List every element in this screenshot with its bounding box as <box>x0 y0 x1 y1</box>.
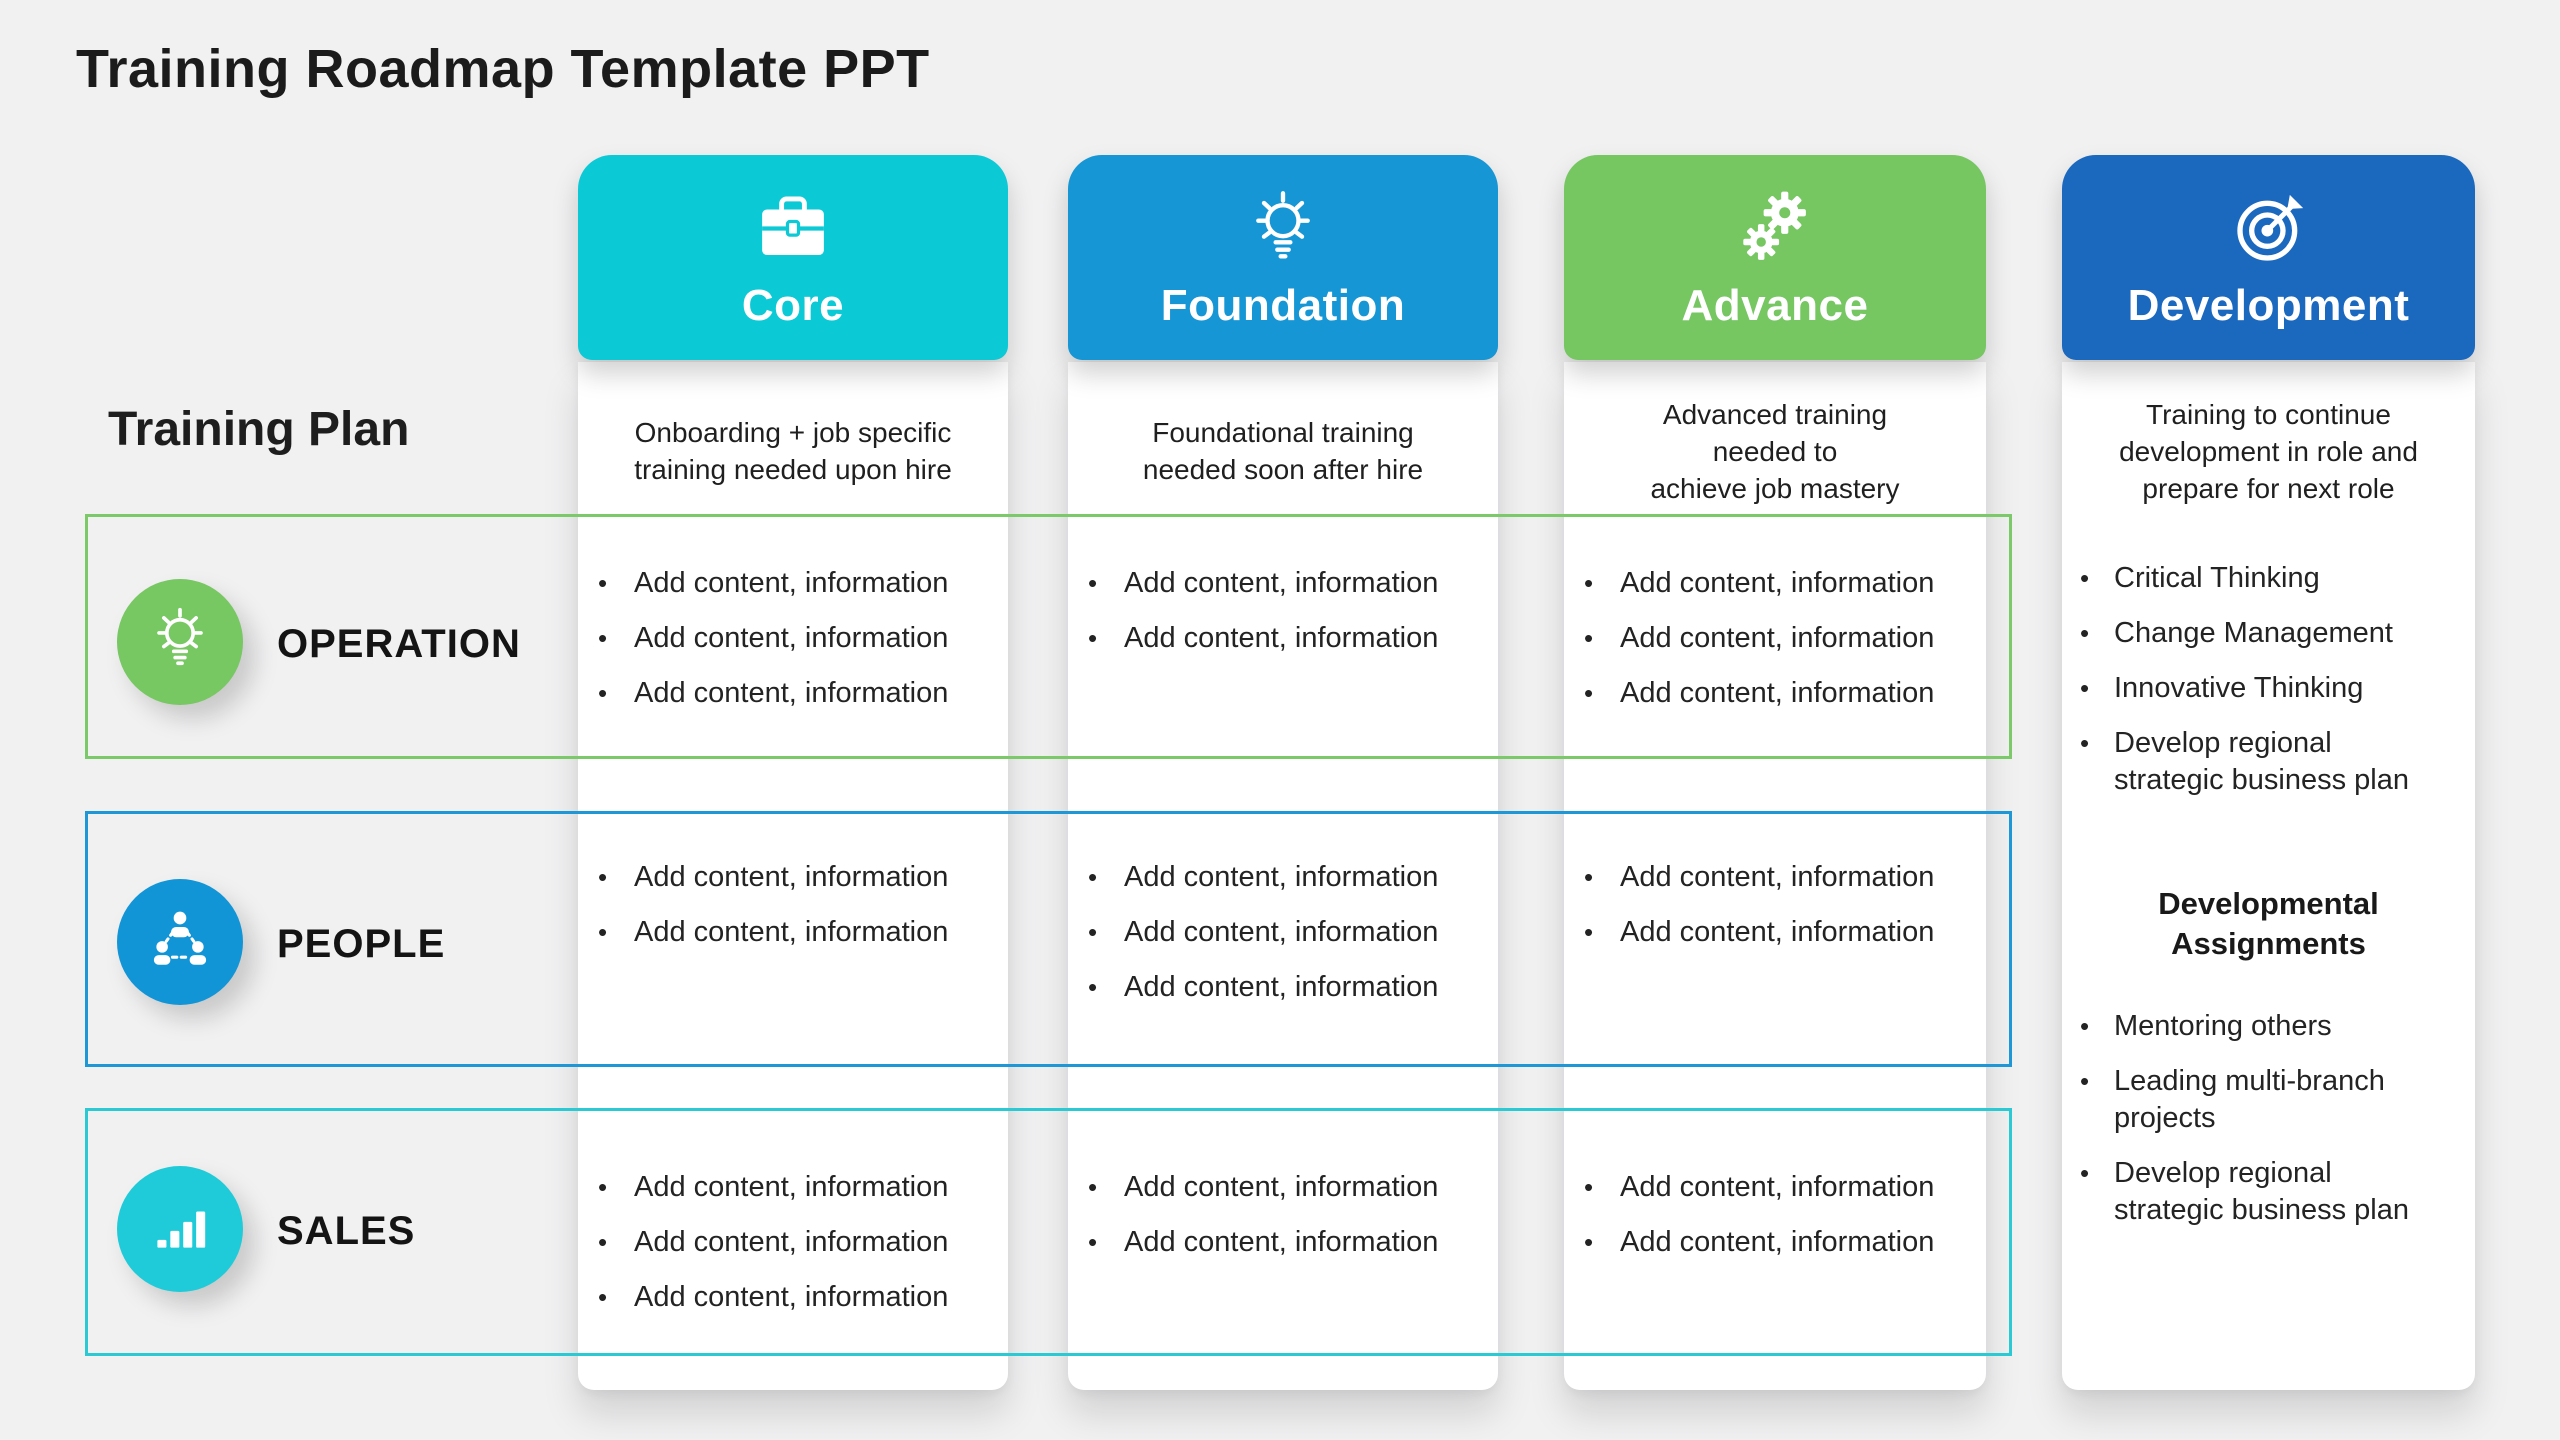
list-item: Add content, information <box>598 1280 994 1314</box>
list-item: Add content, information <box>598 621 994 655</box>
column-description-foundation: Foundational training needed soon after … <box>1142 417 1424 485</box>
list-item: Add content, information <box>598 860 994 894</box>
list-item: Add content, information <box>1584 1225 1980 1259</box>
development-assignments-list: Mentoring others Leading multi-branch pr… <box>2080 1008 2448 1247</box>
list-item: Leading multi-branch projects <box>2080 1063 2448 1137</box>
list-item: Add content, information <box>1584 676 1980 710</box>
page-title: Training Roadmap Template PPT <box>76 39 930 99</box>
column-header-foundation: Foundation <box>1068 155 1498 360</box>
people-network-icon <box>147 907 213 978</box>
people-badge <box>117 879 243 1005</box>
list-item: Add content, information <box>1088 566 1484 600</box>
operation-row-box <box>85 514 2012 759</box>
sales-row-box <box>85 1108 2012 1356</box>
cell-sales-core: Add content, information Add content, in… <box>598 1170 994 1335</box>
column-description-development: Training to continue development in role… <box>2119 398 2418 504</box>
developmental-assignments-heading: Developmental Assignments <box>2158 886 2379 961</box>
cell-operation-advance: Add content, information Add content, in… <box>1584 566 1980 731</box>
row-label-sales: SALES <box>277 1209 416 1253</box>
column-label-development: Development <box>2127 280 2410 330</box>
column-description-core: Onboarding + job specific training neede… <box>634 417 952 485</box>
lightbulb-icon <box>1243 185 1323 273</box>
row-label-operation: OPERATION <box>277 622 521 666</box>
column-description-advance: Advanced training needed to achieve job … <box>1650 398 1900 504</box>
cell-operation-foundation: Add content, information Add content, in… <box>1088 566 1484 676</box>
cell-people-foundation: Add content, information Add content, in… <box>1088 860 1484 1025</box>
list-item: Develop regional strategic business plan <box>2080 1155 2448 1229</box>
list-item: Add content, information <box>1584 1170 1980 1204</box>
list-item: Add content, information <box>1584 915 1980 949</box>
column-header-development: Development <box>2062 155 2475 360</box>
development-skills-list: Critical Thinking Change Management Inno… <box>2080 560 2448 817</box>
cell-sales-advance: Add content, information Add content, in… <box>1584 1170 1980 1280</box>
list-item: Add content, information <box>598 1170 994 1204</box>
target-arrow-icon <box>2229 185 2309 273</box>
list-item: Add content, information <box>598 915 994 949</box>
column-header-advance: Advance <box>1564 155 1986 360</box>
row-label-people: PEOPLE <box>277 922 446 966</box>
bar-chart-icon <box>149 1196 211 1263</box>
list-item: Add content, information <box>1088 915 1484 949</box>
briefcase-icon <box>754 185 832 273</box>
column-header-core: Core <box>578 155 1008 360</box>
list-item: Add content, information <box>598 1225 994 1259</box>
list-item: Add content, information <box>598 566 994 600</box>
list-item: Add content, information <box>598 676 994 710</box>
list-item: Mentoring others <box>2080 1008 2448 1045</box>
list-item: Add content, information <box>1088 621 1484 655</box>
gears-icon <box>1736 185 1814 273</box>
list-item: Add content, information <box>1088 970 1484 1004</box>
lightbulb-icon <box>146 606 214 679</box>
list-item: Add content, information <box>1584 566 1980 600</box>
list-item: Add content, information <box>1088 860 1484 894</box>
list-item: Critical Thinking <box>2080 560 2448 597</box>
list-item: Add content, information <box>1584 621 1980 655</box>
column-label-advance: Advance <box>1681 280 1869 330</box>
cell-people-core: Add content, information Add content, in… <box>598 860 994 970</box>
cell-sales-foundation: Add content, information Add content, in… <box>1088 1170 1484 1280</box>
list-item: Innovative Thinking <box>2080 670 2448 707</box>
sales-badge <box>117 1166 243 1292</box>
list-item: Develop regional strategic business plan <box>2080 725 2448 799</box>
list-item: Add content, information <box>1584 860 1980 894</box>
training-plan-label: Training Plan <box>108 403 410 456</box>
list-item: Change Management <box>2080 615 2448 652</box>
cell-people-advance: Add content, information Add content, in… <box>1584 860 1980 970</box>
column-label-core: Core <box>741 280 845 330</box>
column-label-foundation: Foundation <box>1160 280 1406 330</box>
operation-badge <box>117 579 243 705</box>
cell-operation-core: Add content, information Add content, in… <box>598 566 994 731</box>
list-item: Add content, information <box>1088 1225 1484 1259</box>
people-row-box <box>85 811 2012 1067</box>
list-item: Add content, information <box>1088 1170 1484 1204</box>
